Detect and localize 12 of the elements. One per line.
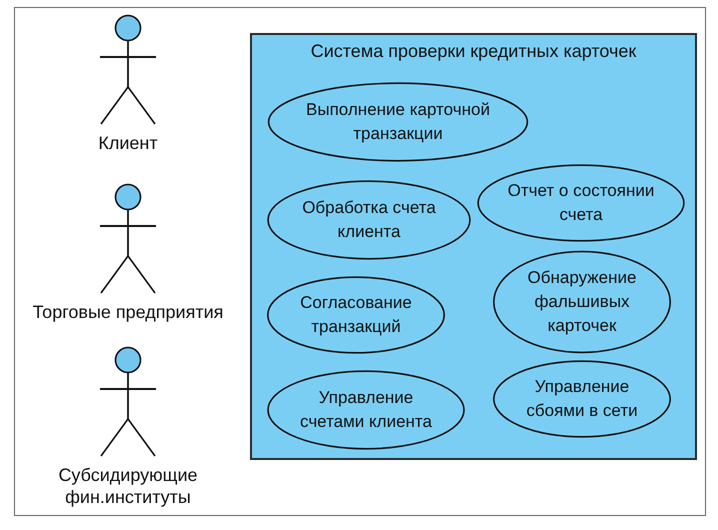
use-case-label: Выполнение карточной транзакции [305, 99, 491, 145]
actor-label: Клиент [98, 132, 158, 154]
use-case-label: Обработка счета клиента [301, 197, 437, 243]
use-case-label: Отчет о состоянии счета [506, 180, 656, 226]
use-case-label: Согласование транзакций [299, 292, 413, 338]
actor-label: Субсидирующие фин.институты [57, 464, 199, 508]
system-boundary [250, 33, 697, 460]
use-case-label: Управление сбоями в сети [525, 376, 639, 422]
use-case-label: Обнаружение фальшивых карточек [526, 267, 638, 337]
use-case-label: Управление счетами клиента [299, 387, 433, 433]
system-title: Система проверки кредитных карточек [310, 40, 636, 62]
actor-label: Торговые предприятия [32, 301, 224, 323]
